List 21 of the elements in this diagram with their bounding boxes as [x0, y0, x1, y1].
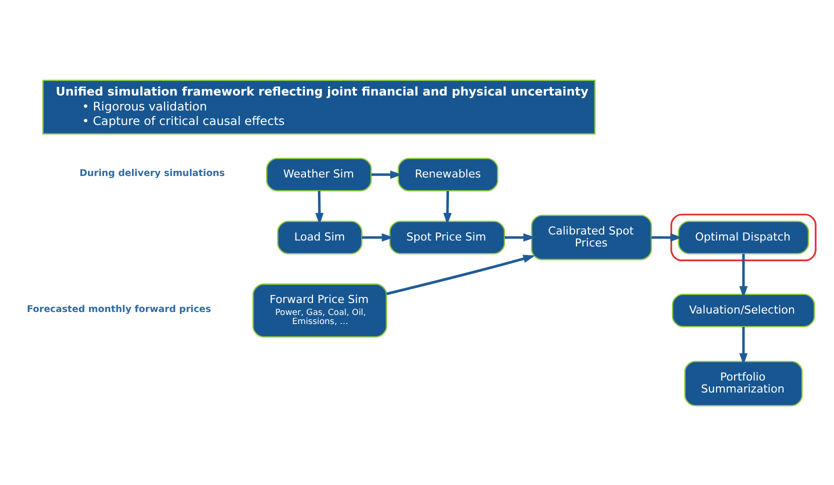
node-box: Valuation/Selection — [672, 293, 816, 327]
node-box: Weather Sim — [266, 157, 372, 191]
node-box: Calibrated Spot Prices — [531, 214, 652, 260]
node-box: Spot Price Sim — [389, 220, 506, 254]
arrow — [504, 232, 536, 242]
node-box: Optimal Dispatch — [678, 220, 810, 254]
node-box: Unified simulation framework reflecting joint financial and physical uncertainty • Rigorous validation • Capture of critical causal effects — [42, 79, 596, 134]
node-box: Renewables — [398, 157, 498, 191]
arrow — [651, 232, 682, 242]
node-box: Portfolio Summarization — [684, 360, 803, 406]
node-box: Forward Price Sim Power, Gas, Coal, Oil, Emissions, … — [252, 283, 388, 337]
label: Forecasted monthly forward prices — [26, 304, 212, 315]
arrow — [386, 254, 536, 295]
arrow — [315, 190, 324, 224]
arrow — [371, 170, 402, 178]
arrow — [362, 232, 394, 242]
arrow — [739, 326, 748, 365]
arrow — [443, 190, 452, 224]
label: During delivery simulations — [79, 168, 225, 179]
node-box: Load Sim — [277, 220, 362, 254]
arrow — [739, 253, 748, 298]
